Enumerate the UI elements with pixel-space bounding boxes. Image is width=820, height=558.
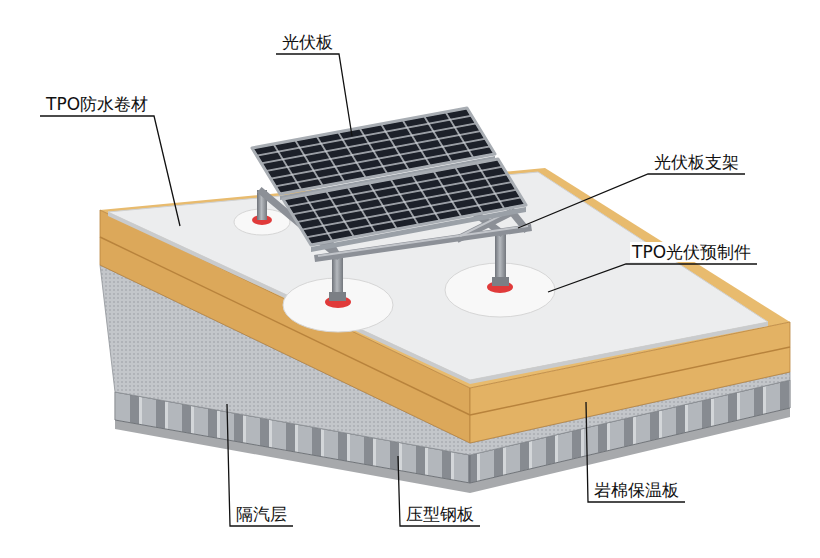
part-label: 光伏板支架 [652, 152, 741, 172]
membrane-edge [470, 322, 768, 384]
part-label: 压型钢板 [404, 504, 476, 524]
post-collar [329, 292, 346, 301]
leader-line [276, 54, 352, 136]
part-label: 隔汽层 [234, 504, 289, 524]
post-collar [492, 277, 509, 286]
leader-line [518, 174, 745, 228]
membrane-edge [108, 212, 470, 384]
leader-line [586, 402, 685, 502]
part-label: TPO光伏预制件 [630, 242, 753, 262]
part-label: 岩棉保温板 [592, 480, 681, 500]
leader-line [227, 404, 293, 526]
panel-edge [311, 207, 526, 252]
leader-line [398, 456, 480, 526]
part-label: TPO防水卷材 [44, 94, 150, 114]
part-label: 光伏板 [280, 32, 335, 52]
leader-line [548, 264, 757, 292]
leader-line [40, 116, 180, 226]
